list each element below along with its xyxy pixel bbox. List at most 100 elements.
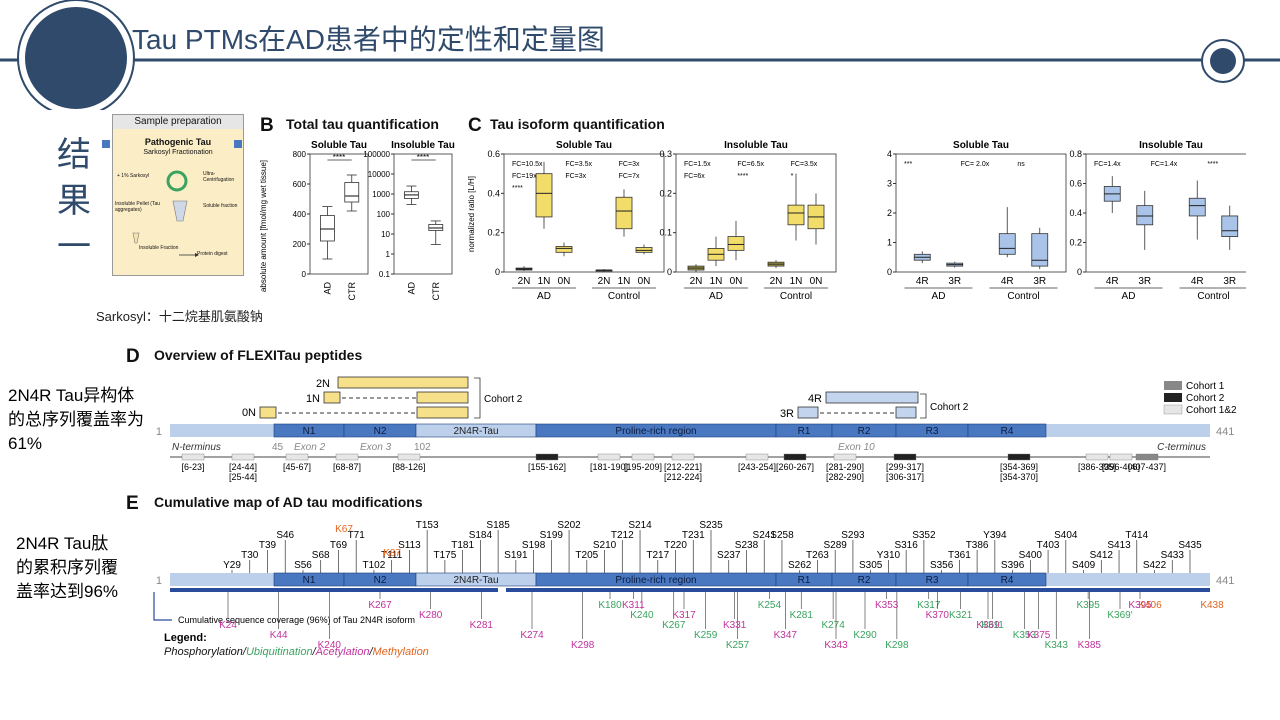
panel-e-label: E bbox=[126, 493, 139, 514]
y-tick-label: 800 bbox=[293, 150, 307, 159]
y-tick-label: 0.1 bbox=[659, 228, 672, 238]
panel-a-title: Pathogenic Tau bbox=[144, 137, 212, 147]
group-label: Control bbox=[1007, 291, 1039, 302]
peptide-label: [88-126] bbox=[392, 462, 425, 472]
x-label: 3R bbox=[1033, 276, 1046, 287]
peptide-label: [407-437] bbox=[1128, 462, 1166, 472]
peptide-bar bbox=[1007, 453, 1031, 461]
iso-4r-label: 4R bbox=[808, 393, 822, 405]
e-seq-start: 1 bbox=[156, 575, 162, 587]
ubiquitin-site: K281 bbox=[790, 610, 814, 621]
y-tick-label: 0.6 bbox=[1069, 179, 1082, 189]
chart-frame bbox=[309, 153, 369, 275]
legend-slash-2: / bbox=[312, 646, 317, 658]
peptide-bar bbox=[181, 453, 205, 461]
peptide-bar bbox=[1085, 453, 1109, 461]
phospho-site: Y310 bbox=[877, 550, 901, 561]
box bbox=[1188, 197, 1206, 217]
peptide-label: [212-221] bbox=[664, 462, 702, 472]
panel-a-side-marker-left bbox=[102, 140, 110, 148]
x-label: 0N bbox=[810, 276, 823, 287]
x-label: 3R bbox=[1138, 276, 1151, 287]
phospho-site: S422 bbox=[1143, 560, 1167, 571]
box bbox=[998, 233, 1016, 255]
group-label: Control bbox=[1197, 291, 1229, 302]
phospho-site: S184 bbox=[469, 530, 493, 541]
x-label: CTR bbox=[431, 282, 441, 301]
y-tick-label: 0.2 bbox=[1069, 238, 1082, 248]
chart-frame bbox=[503, 153, 665, 273]
y-tick-label: 1 bbox=[887, 238, 892, 248]
phospho-site: S305 bbox=[859, 560, 883, 571]
panel-a-step2: Ultra-Centrifugation bbox=[203, 171, 235, 183]
c-terminus: C-terminus bbox=[1157, 442, 1206, 453]
chart-title: Soluble Tau bbox=[311, 140, 367, 151]
x-label: AD bbox=[322, 282, 332, 295]
ubiquitin-site: K240 bbox=[630, 610, 654, 621]
iso-4r-bar bbox=[825, 391, 919, 404]
legend-meth: Methylation bbox=[373, 646, 429, 658]
iso-3r-label: 3R bbox=[780, 408, 794, 420]
e-seq-end: 441 bbox=[1216, 575, 1234, 587]
y-tick-label: 0.6 bbox=[487, 149, 500, 159]
peptide-bar bbox=[597, 453, 621, 461]
annotation: FC=10.5x bbox=[512, 161, 543, 168]
peptide-bar bbox=[631, 453, 655, 461]
peptide-label: [306-317] bbox=[886, 472, 924, 482]
y-tick-label: 0.4 bbox=[487, 188, 500, 198]
phospho-site: S238 bbox=[735, 540, 759, 551]
acetyl-site: K317 bbox=[672, 610, 696, 621]
peptide-bar bbox=[893, 453, 917, 461]
x-label: 4R bbox=[1191, 276, 1204, 287]
pos-102: 102 bbox=[414, 442, 431, 453]
annotation: FC=3.5x bbox=[565, 161, 592, 168]
domain-label: R2 bbox=[858, 575, 871, 586]
acetyl-site: K375 bbox=[1027, 630, 1051, 641]
peptide-label: [212-224] bbox=[664, 472, 702, 482]
annotation: FC= 2.0x bbox=[961, 161, 990, 168]
phospho-site: S237 bbox=[717, 550, 741, 561]
legend-cohort2-swatch bbox=[1164, 393, 1182, 402]
acetyl-site: K240 bbox=[318, 640, 342, 651]
ubiquitin-site: K298 bbox=[885, 640, 909, 651]
box bbox=[787, 204, 805, 226]
iso-3r-right bbox=[895, 406, 917, 419]
chart-title: Soluble Tau bbox=[556, 140, 612, 151]
phospho-site: Y394 bbox=[983, 530, 1007, 541]
y-tick-label: 1000 bbox=[372, 190, 390, 199]
legend-cohort1-swatch bbox=[1164, 381, 1182, 390]
phospho-site: T30 bbox=[241, 550, 259, 561]
phospho-site: S258 bbox=[770, 530, 794, 541]
domain-label: Proline-rich region bbox=[615, 575, 696, 586]
exon2-label: Exon 2 bbox=[294, 442, 326, 453]
y-tick-label: 0.4 bbox=[1069, 208, 1082, 218]
y-tick-label: 100 bbox=[377, 210, 391, 219]
phospho-site: T175 bbox=[433, 550, 456, 561]
ubiquitin-site: K274 bbox=[821, 620, 845, 631]
iso-3r-left bbox=[797, 406, 819, 419]
peptide-track: [6-23][24-44][25-44][45-67][68-87][88-12… bbox=[181, 453, 1166, 482]
phospho-site: S404 bbox=[1054, 530, 1078, 541]
x-label: 1N bbox=[618, 276, 631, 287]
legend-ubiq: Ubiquitination bbox=[246, 646, 313, 658]
y-tick-label: 0 bbox=[302, 270, 307, 279]
annotation: FC=6x bbox=[684, 173, 705, 180]
iso-0n-right bbox=[416, 406, 469, 419]
x-label: 0N bbox=[558, 276, 571, 287]
y-tick-label: 0.1 bbox=[379, 270, 391, 279]
peptide-bar bbox=[1109, 453, 1133, 461]
ubiquitin-site: K259 bbox=[694, 630, 718, 641]
header-decoration bbox=[0, 0, 1280, 110]
acetyl-site: K395 bbox=[1128, 600, 1152, 611]
annotation: FC=3x bbox=[565, 173, 586, 180]
ubiquitin-site: K317 bbox=[917, 600, 941, 611]
peptide-bar bbox=[285, 453, 309, 461]
y-tick-label: 0 bbox=[667, 267, 672, 277]
x-label: 2N bbox=[518, 276, 531, 287]
peptide-label: [354-369] bbox=[1000, 462, 1038, 472]
y-tick-label: 10 bbox=[381, 230, 390, 239]
box bbox=[1221, 215, 1239, 237]
ubiquitin-site: K311 bbox=[981, 620, 1004, 631]
